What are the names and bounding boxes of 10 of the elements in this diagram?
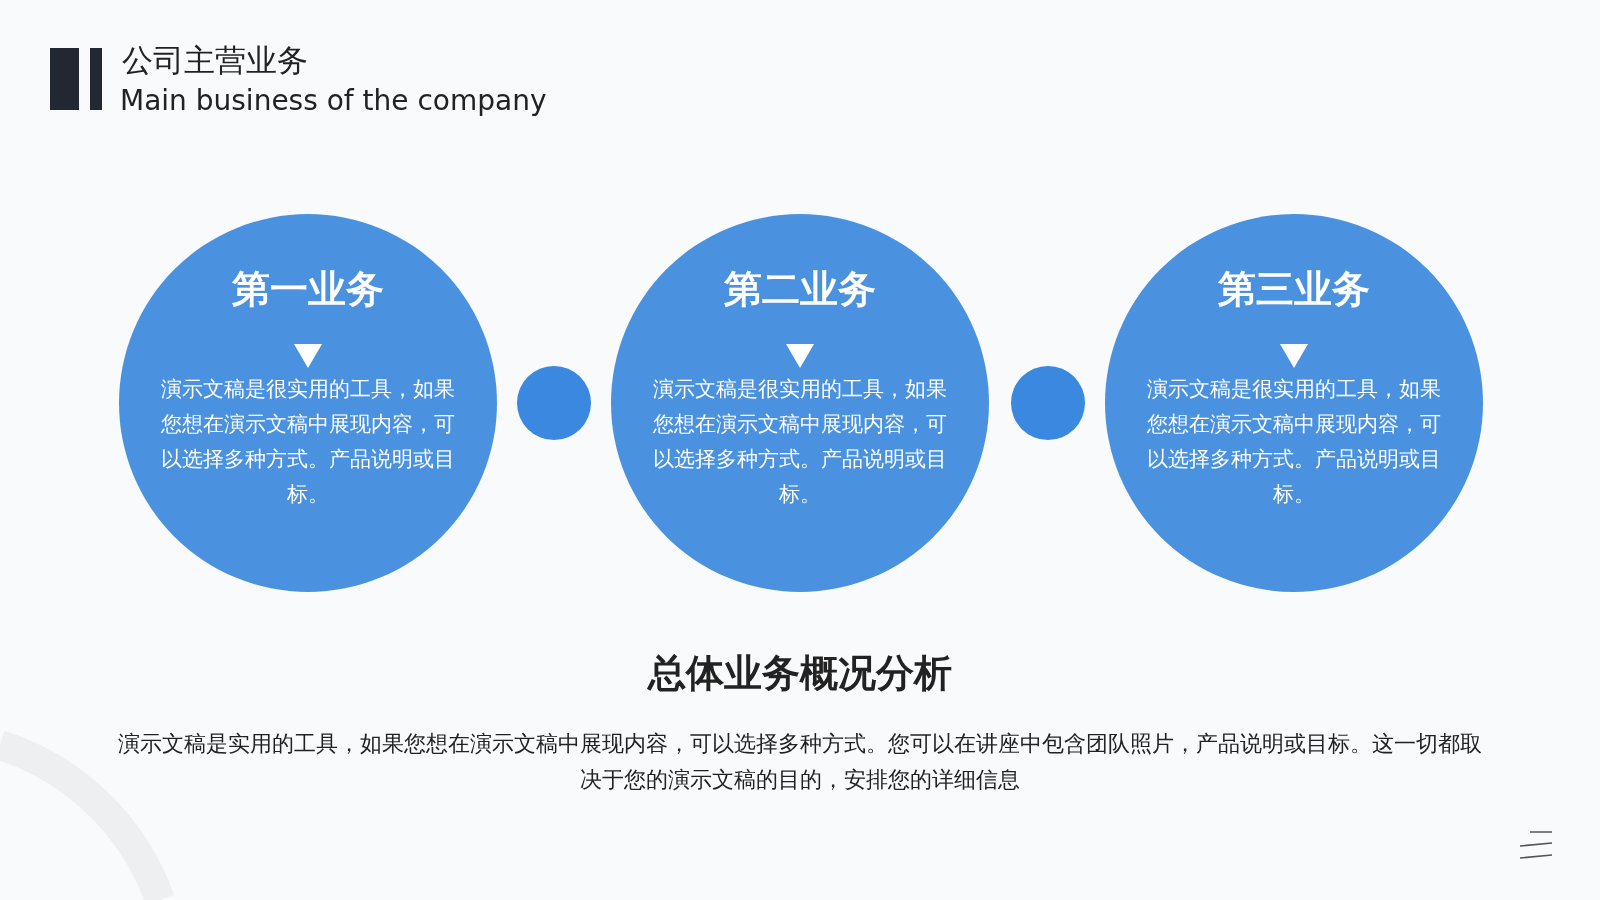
subtitle: Main business of the company: [120, 84, 547, 117]
paragraph: 演示文稿是实用的工具，如果您想在演示文稿中展现内容，可以选择多种方式。您可以在讲座中包含团队照片，产品说明或目标。这一切都取决于您的演示文稿的目的，安排您的详细信息: [118, 730, 1482, 794]
title: 公司主营业务: [122, 41, 308, 80]
circle-heading: 第三业务: [1217, 266, 1371, 313]
circle-text: 演示文稿是很实用的工具，如果您想在演示文稿中展现内容，可以选择多种方式。产品说明或目标。: [1146, 376, 1442, 508]
circle-heading: 第二业务: [723, 266, 877, 313]
section-heading: 总体业务概况分析: [646, 650, 953, 697]
circle-heading: 第一业务: [231, 266, 385, 313]
circle-text: 演示文稿是很实用的工具，如果您想在演示文稿中展现内容，可以选择多种方式。产品说明或目标。: [652, 376, 948, 508]
circle-text: 演示文稿是很实用的工具，如果您想在演示文稿中展现内容，可以选择多种方式。产品说明或目标。: [160, 376, 456, 508]
